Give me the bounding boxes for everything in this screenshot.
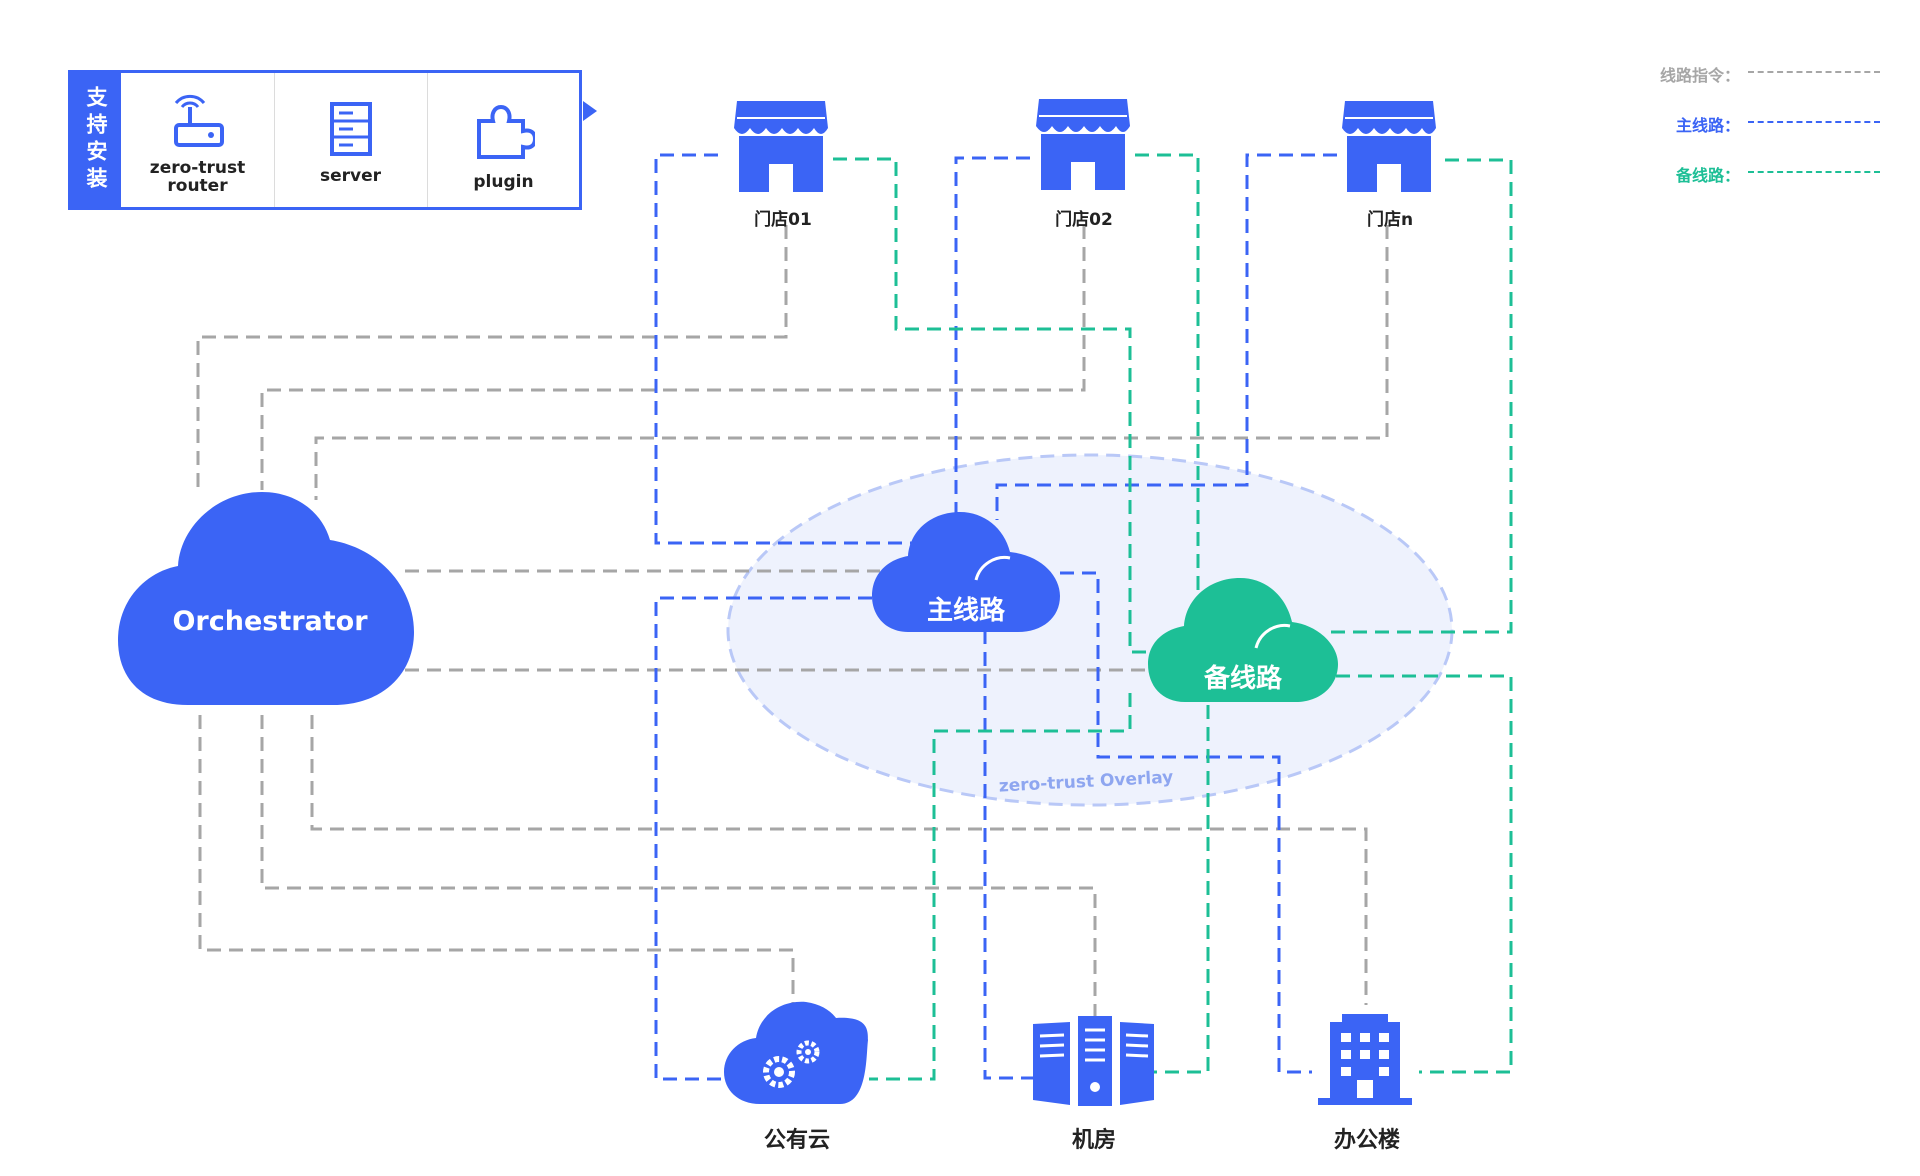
store-label: 门店n — [1366, 210, 1414, 230]
backup-line-storen — [1328, 158, 1513, 634]
instruction-line-store01 — [196, 225, 788, 490]
orchestrator-cloud — [118, 492, 414, 705]
store-label: 门店02 — [1055, 210, 1113, 230]
cloud-icon — [118, 492, 414, 705]
legend-label: 主线路： — [1675, 116, 1740, 135]
support-item-server: server — [274, 73, 428, 207]
backup-line-idc — [1154, 705, 1210, 1074]
orchestrator-label: Orchestrator — [172, 606, 368, 637]
idc — [1033, 1016, 1154, 1106]
primary-lines — [654, 153, 1337, 1081]
store-icon — [1342, 101, 1436, 192]
support-item-plugin: plugin — [427, 73, 580, 207]
instruction-line-store02 — [260, 225, 1086, 490]
instruction-line-cloud — [198, 715, 795, 1020]
support-item-label: plugin — [473, 172, 534, 192]
server-rack-icon — [1033, 1016, 1154, 1106]
support-item-label: zero-trust — [149, 158, 246, 178]
support-install-panel: 支持安装 zero-trust router server plugin — [68, 70, 582, 210]
cloud-icon — [872, 512, 1060, 632]
backup-line-cloud — [1148, 578, 1338, 702]
server-icon — [329, 102, 372, 156]
legend-item-primary: 主线路： — [1620, 110, 1880, 135]
support-item-label-line2: router — [167, 176, 228, 196]
office-building — [1318, 1014, 1412, 1105]
backup-line-store01 — [833, 157, 1150, 654]
legend-item-instruction: 线路指令： — [1620, 60, 1880, 85]
legend-label: 备线路： — [1675, 166, 1740, 185]
destination-label: 公有云 — [763, 1128, 831, 1153]
instruction-lines — [196, 225, 1389, 1020]
store-02 — [1036, 99, 1130, 190]
backup-line-store02 — [1135, 153, 1200, 600]
primary-line-store01 — [654, 153, 915, 545]
public-cloud — [724, 1001, 868, 1104]
support-item-label: server — [319, 166, 382, 186]
legend-line-swatch — [1748, 171, 1880, 173]
primary-line-cloud — [872, 512, 1060, 632]
backup-line-office — [1336, 674, 1513, 1074]
primary-line-storen — [995, 153, 1337, 520]
primary-line-idc — [983, 630, 1033, 1080]
plugin-icon — [476, 104, 535, 159]
arrow-right-icon — [583, 101, 597, 121]
store-label: 门店01 — [754, 210, 812, 230]
legend-line-swatch — [1748, 71, 1880, 73]
primary-line-cloud — [654, 596, 872, 1081]
backup-line-cloud — [869, 693, 1132, 1081]
instruction-line-office — [310, 715, 1368, 1005]
legend-item-backup: 备线路： — [1620, 160, 1880, 185]
backup-line-label: 备线路 — [1203, 664, 1283, 694]
primary-line-store02 — [954, 156, 1030, 520]
support-item-router: zero-trust router — [121, 73, 275, 207]
zero-trust-overlay — [726, 453, 1454, 807]
store-icon — [1036, 99, 1130, 190]
backup-lines — [833, 153, 1513, 1081]
destination-label: 办公楼 — [1333, 1128, 1401, 1153]
destination-label: 机房 — [1071, 1128, 1117, 1153]
store-icon — [734, 101, 828, 192]
building-icon — [1318, 1014, 1412, 1105]
instruction-line-storen — [314, 225, 1389, 500]
legend: 线路指令： 主线路： 备线路： — [1620, 60, 1880, 190]
cloud-icon — [1148, 578, 1338, 702]
router-icon — [173, 94, 224, 147]
support-install-title: 支持安装 — [71, 73, 121, 207]
cloud-gear-icon — [724, 1001, 868, 1104]
primary-line-label: 主线路 — [926, 596, 1006, 626]
store-n — [1342, 101, 1436, 192]
store-01 — [734, 101, 828, 192]
primary-line-office — [1060, 571, 1312, 1074]
legend-label: 线路指令： — [1659, 66, 1740, 85]
legend-line-swatch — [1748, 121, 1880, 123]
